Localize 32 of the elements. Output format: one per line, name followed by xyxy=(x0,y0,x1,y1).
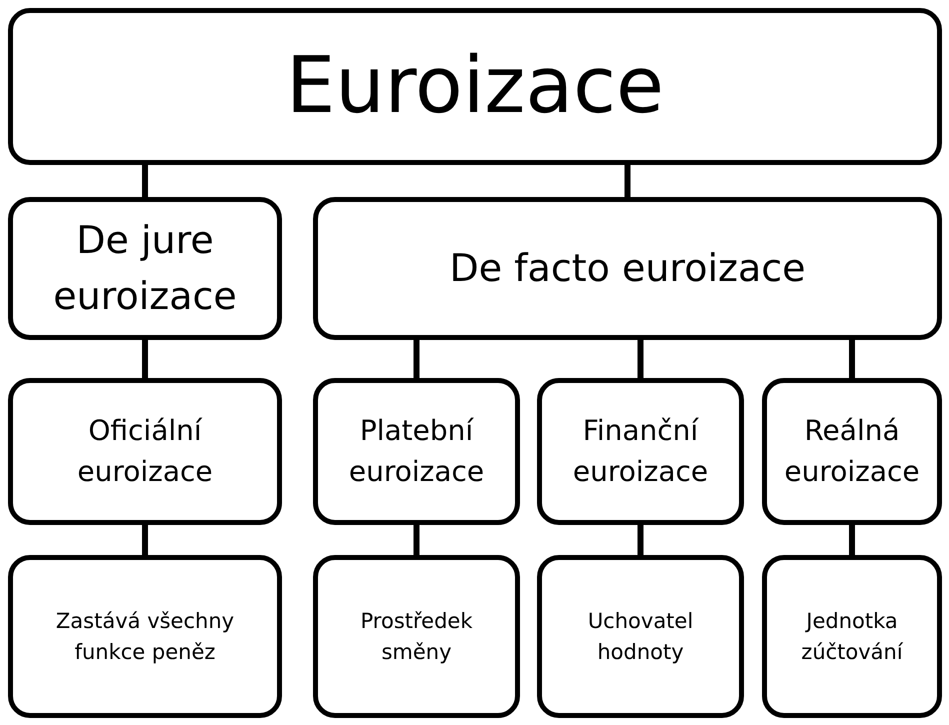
root-box xyxy=(8,8,942,165)
connector-line xyxy=(849,525,855,555)
category-box xyxy=(8,378,282,525)
connector-line xyxy=(849,340,855,378)
node-label: Finanční euroizace xyxy=(572,412,710,490)
node-label: Uchovatel hodnoty xyxy=(586,608,694,666)
category-box xyxy=(8,555,282,718)
connector-line xyxy=(624,165,630,197)
category-box xyxy=(8,197,282,340)
category-box xyxy=(313,555,520,718)
connector-line xyxy=(142,340,148,378)
node-label: Zastává všechny funkce peněz xyxy=(54,608,236,666)
node-label: De facto euroizace xyxy=(448,244,807,292)
connector-line xyxy=(638,340,644,378)
category-box xyxy=(537,555,744,718)
node-label: Platební euroizace xyxy=(348,412,486,490)
node-label: Oficiální euroizace xyxy=(76,412,214,490)
connector-line xyxy=(414,340,420,378)
connector-line xyxy=(142,525,148,555)
connector-line xyxy=(638,525,644,555)
category-box xyxy=(537,378,744,525)
category-box xyxy=(313,378,520,525)
node-label: Euroizace xyxy=(284,40,666,133)
category-box xyxy=(762,555,942,718)
node-label: De jure euroizace xyxy=(52,217,238,320)
connector-line xyxy=(414,525,420,555)
node-label: Prostředek směny xyxy=(360,608,474,666)
category-box xyxy=(313,197,942,340)
connector-line xyxy=(142,165,148,197)
category-box xyxy=(762,378,942,525)
node-label: Jednotka zúčtování xyxy=(800,608,904,666)
node-label: Reálná euroizace xyxy=(783,412,921,490)
